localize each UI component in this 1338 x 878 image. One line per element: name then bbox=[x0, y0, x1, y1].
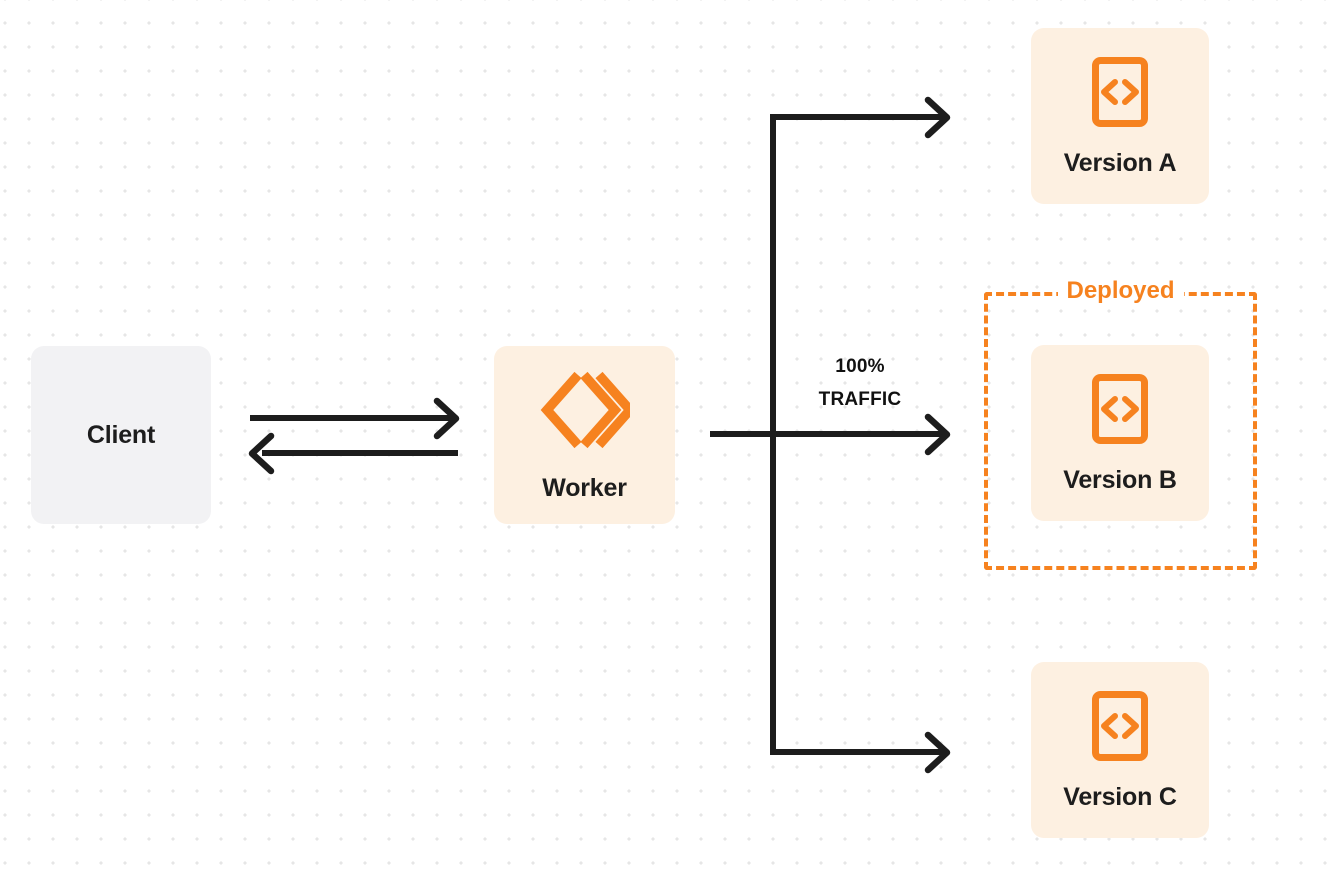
traffic-percent: 100% bbox=[835, 356, 885, 377]
edge-client-to-worker bbox=[250, 397, 460, 440]
traffic-label: 100% TRAFFIC bbox=[789, 350, 931, 416]
traffic-unit: TRAFFIC bbox=[818, 389, 902, 410]
node-version-b[interactable]: Version B bbox=[1031, 345, 1209, 521]
deployed-group-label: Deployed bbox=[1057, 279, 1184, 303]
code-file-icon bbox=[1091, 56, 1149, 133]
edge-worker-to-versions bbox=[710, 96, 951, 774]
node-version-a[interactable]: Version A bbox=[1031, 28, 1209, 204]
node-version-c[interactable]: Version C bbox=[1031, 662, 1209, 838]
cloudflare-workers-logo-icon bbox=[540, 369, 636, 456]
node-version-c-label: Version C bbox=[1063, 783, 1177, 811]
code-file-icon bbox=[1091, 373, 1149, 450]
deployed-group-frame: Deployed bbox=[984, 279, 1257, 570]
node-client-label: Client bbox=[86, 420, 156, 449]
node-version-b-label: Version B bbox=[1063, 466, 1177, 494]
edge-worker-to-client bbox=[248, 432, 458, 475]
code-file-icon bbox=[1091, 690, 1149, 767]
node-worker-label: Worker bbox=[542, 474, 627, 502]
node-version-a-label: Version A bbox=[1063, 149, 1177, 177]
node-client[interactable]: Client bbox=[31, 346, 211, 524]
node-worker[interactable]: Worker bbox=[494, 346, 675, 524]
